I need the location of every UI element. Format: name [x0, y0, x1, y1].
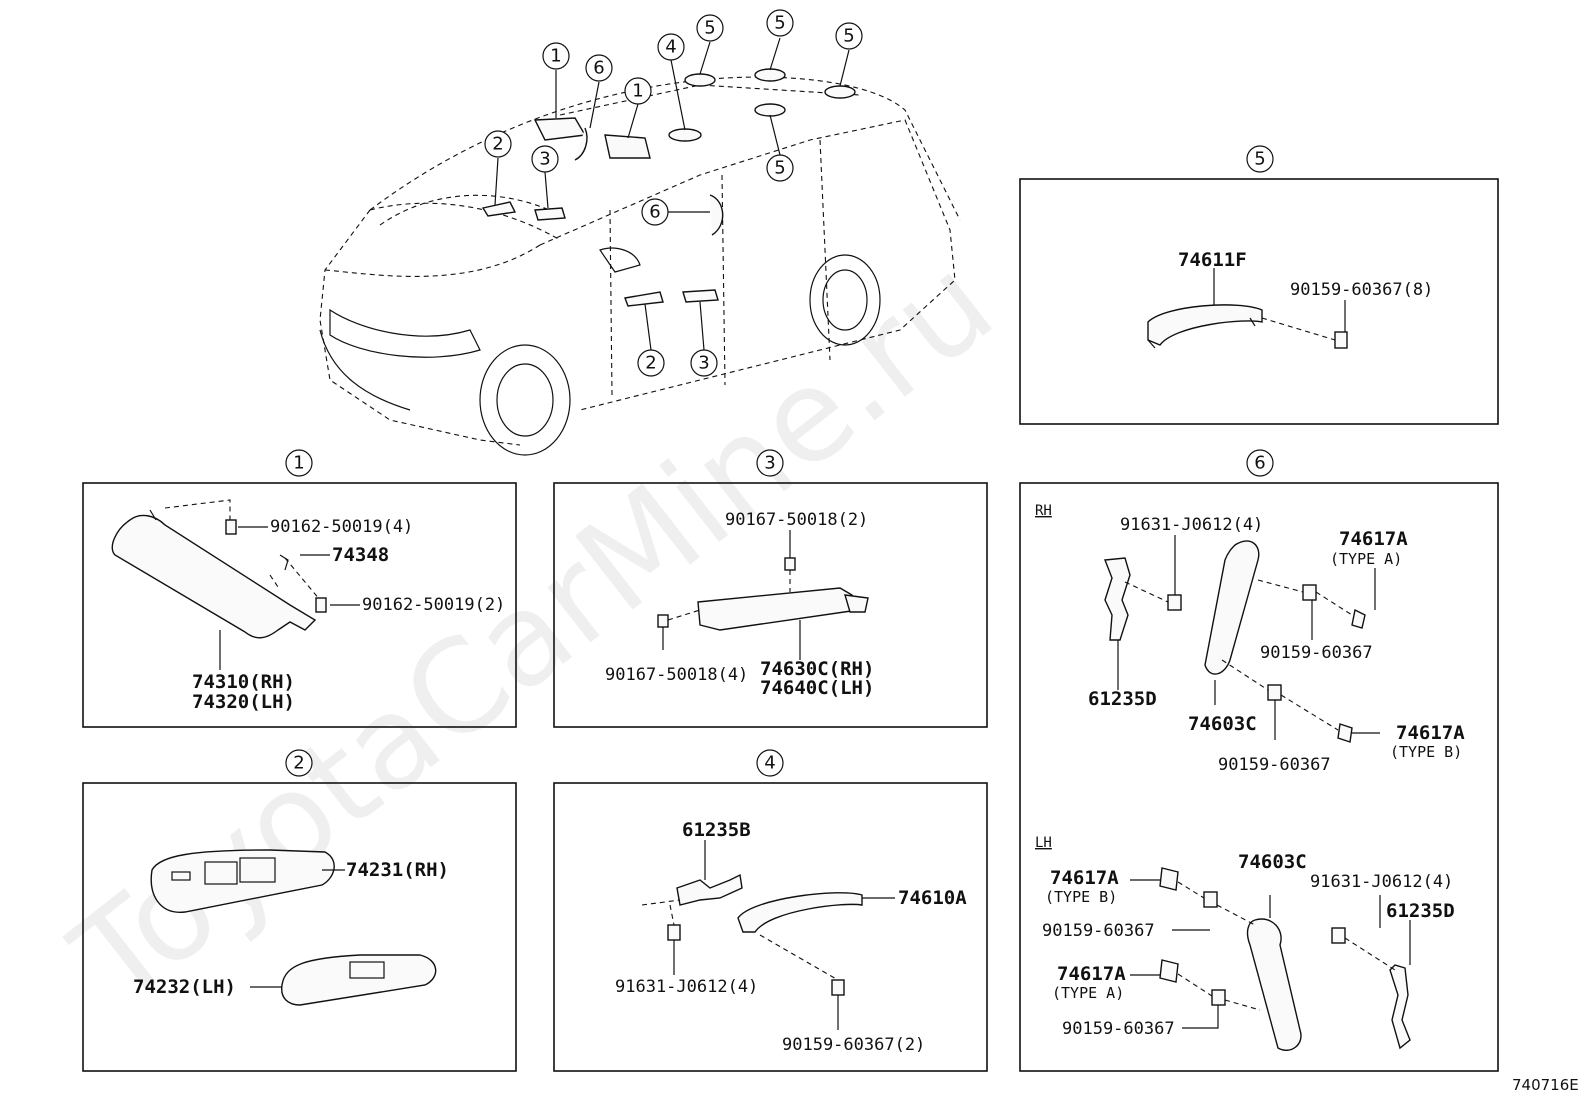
section-2: 2 74231(RH) 74232(LH): [82, 749, 517, 1072]
car-overview: [319, 37, 961, 456]
part-61235D-rh: 61235D: [1088, 688, 1157, 710]
section-number: 2: [293, 753, 304, 774]
part-91631-J0612-4-rh: 91631-J0612(4): [1120, 515, 1263, 535]
part-90159-60367-rh-1: 90159-60367: [1260, 643, 1373, 663]
car-callout: 4: [665, 37, 676, 58]
car-callout: 5: [843, 26, 854, 47]
type-a-label-lh: (TYPE A): [1052, 984, 1124, 1002]
type-b-label-lh: (TYPE B): [1045, 888, 1117, 906]
part-74603C-rh: 74603C: [1188, 713, 1257, 735]
section-number: 1: [293, 453, 304, 474]
part-74320-lh: 74320(LH): [192, 691, 295, 713]
rh-label: RH: [1035, 503, 1052, 519]
section-5: 5 74611F 90159-60367(8): [1019, 145, 1499, 425]
part-74617A-rh-b: 74617A: [1396, 722, 1465, 744]
part-90167-50018-2: 90167-50018(2): [725, 510, 868, 530]
part-90159-60367-lh-2: 90159-60367: [1062, 1019, 1175, 1039]
part-74617A-rh-a: 74617A: [1339, 528, 1408, 550]
part-61235B: 61235B: [682, 819, 751, 841]
diagram-code: 740716E: [1512, 1076, 1579, 1094]
section-number: 6: [1254, 453, 1265, 474]
part-74348: 74348: [332, 544, 389, 566]
car-callout: 3: [698, 353, 709, 374]
part-74611F: 74611F: [1178, 249, 1247, 271]
part-90159-60367-2: 90159-60367(2): [782, 1035, 925, 1055]
car-callout: 3: [539, 149, 550, 170]
part-74617A-lh-b: 74617A: [1050, 867, 1119, 889]
part-90159-60367-8: 90159-60367(8): [1290, 280, 1433, 300]
section-3: 3 90167-50018(2) 90167-50018(4) 74630C(R…: [553, 449, 988, 728]
part-90159-60367-lh-1: 90159-60367: [1042, 921, 1155, 941]
car-callout: 1: [550, 46, 561, 67]
part-90159-60367-rh-2: 90159-60367: [1218, 755, 1331, 775]
part-90162-50019-2: 90162-50019(2): [362, 595, 505, 615]
car-callout: 2: [492, 134, 503, 155]
part-91631-J0612-4: 91631-J0612(4): [615, 977, 758, 997]
section-number: 4: [764, 753, 775, 774]
section-4: 4 61235B 74610A 91631-J0612(4) 90159-603…: [553, 749, 988, 1072]
part-90167-50018-4: 90167-50018(4): [605, 665, 748, 685]
car-callout: 5: [774, 13, 785, 34]
type-b-label-rh: (TYPE B): [1390, 743, 1462, 761]
section-number: 3: [764, 453, 775, 474]
part-90162-50019-4: 90162-50019(4): [270, 517, 413, 537]
car-callout: 6: [593, 58, 604, 79]
part-74610A: 74610A: [898, 887, 967, 909]
type-a-label-rh: (TYPE A): [1330, 550, 1402, 568]
lh-label: LH: [1035, 835, 1052, 851]
car-callout: 6: [649, 202, 660, 223]
part-91631-J0612-4-lh: 91631-J0612(4): [1310, 872, 1453, 892]
car-callout: 5: [774, 158, 785, 179]
part-74232-lh: 74232(LH): [133, 976, 236, 998]
part-74231-rh: 74231(RH): [346, 859, 449, 881]
car-callout: 2: [645, 353, 656, 374]
part-74617A-lh-a: 74617A: [1057, 963, 1126, 985]
part-74630C-rh: 74630C(RH): [760, 658, 874, 680]
car-callout: 5: [704, 18, 715, 39]
section-1: 1 90162-50019(4) 74348 90162-50019(2) 74…: [82, 449, 517, 728]
part-74640C-lh: 74640C(LH): [760, 677, 874, 699]
part-74310-rh: 74310(RH): [192, 671, 295, 693]
part-74603C-lh: 74603C: [1238, 851, 1307, 873]
section-6: 6 RH LH 91631-J0612(4) 74617A (TYPE A) 6…: [1019, 449, 1499, 1072]
section-number: 5: [1254, 149, 1265, 170]
part-61235D-lh: 61235D: [1386, 900, 1455, 922]
watermark: ToyotaCarMine.ru: [47, 229, 1021, 1035]
car-callouts: 1 6 1 4 5 5 5 2 3 6 5 2 3: [484, 9, 863, 377]
car-callout: 1: [632, 81, 643, 102]
